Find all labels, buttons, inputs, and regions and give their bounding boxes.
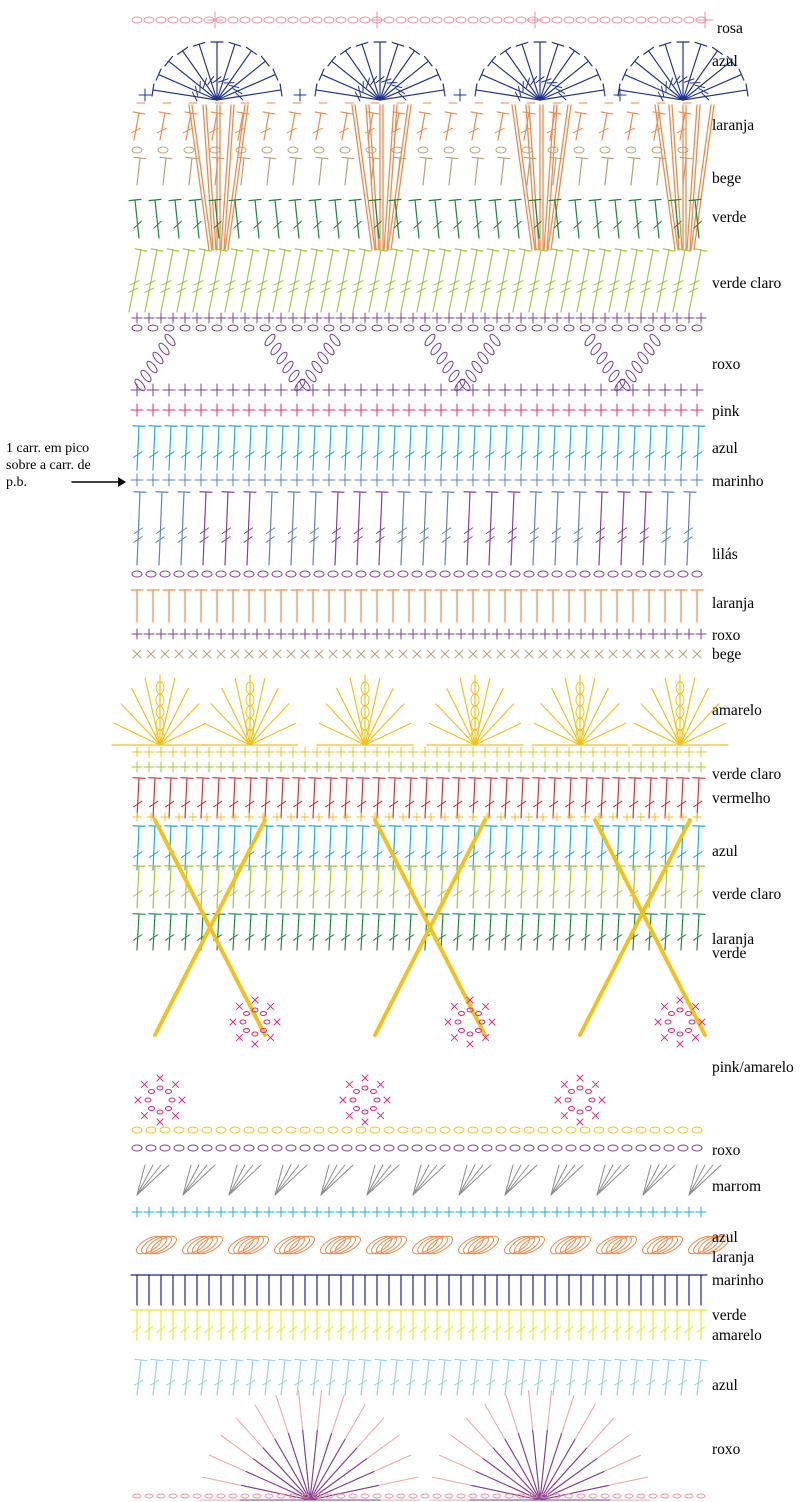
label-pink-amarelo: pink/amarelo [712,1059,794,1076]
note-line-3: p.b. [6,475,27,490]
label-amarelo-1: amarelo [712,702,762,719]
label-azul-5: azul [712,1377,738,1394]
label-roxo-4: roxo [712,1441,741,1458]
label-azul-1: azul [712,53,738,70]
label-vermelho: vermelho [712,790,771,807]
label-verde-claro-2: verde claro [712,766,782,783]
label-verde-1: verde [712,209,747,226]
label-azul-3: azul [712,843,738,860]
label-laranja-1: laranja [712,117,755,134]
label-verde-2: verde [712,945,747,962]
note-line-2: sobre a carr. de [6,458,91,473]
label-marinho-1: marinho [712,473,764,490]
label-roxo-2: roxo [712,627,741,644]
label-amarelo-2: amarelo [712,1327,762,1344]
label-azul-2: azul [712,440,738,457]
label-marinho-2: marinho [712,1272,764,1289]
label-bege-2: bege [712,646,742,663]
note-text: 1 carr. em pico sobre a carr. de p.b. [6,440,91,491]
label-pink-1: pink [712,403,740,420]
label-rosa: rosa [717,20,743,37]
label-laranja-4: laranja [712,1249,755,1266]
label-laranja-3: laranja [712,931,755,948]
label-bege-1: bege [712,170,742,187]
label-marrom: marrom [712,1178,762,1195]
label-laranja-2: laranja [712,595,755,612]
note-line-1: 1 carr. em pico [6,441,90,456]
label-verde-claro-3: verde claro [712,886,782,903]
label-azul-4: azul [712,1229,738,1246]
label-verde-claro-1: verde claro [712,275,782,292]
label-roxo-1: roxo [712,356,741,373]
label-verde-3: verde [712,1307,747,1324]
label-lilas: lilás [712,546,738,563]
label-roxo-3: roxo [712,1142,741,1159]
